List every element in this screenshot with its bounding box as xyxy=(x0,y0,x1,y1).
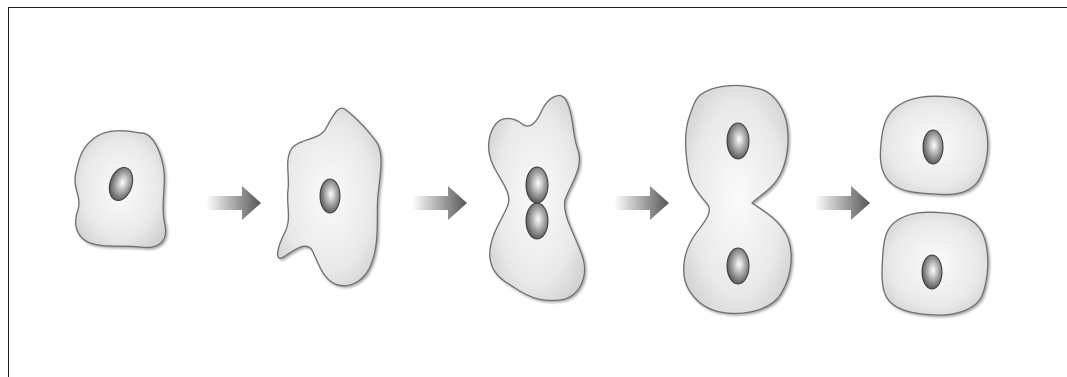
arrow-4 xyxy=(815,186,870,220)
stage-2-cell xyxy=(278,108,381,286)
nucleus-upper xyxy=(727,123,749,159)
nucleus-lower xyxy=(526,203,548,239)
nucleus xyxy=(923,130,943,164)
daughter-cell-upper xyxy=(880,96,987,194)
arrow-2 xyxy=(412,186,467,220)
arrow-1 xyxy=(206,186,261,220)
nucleus xyxy=(320,179,340,213)
nucleus-upper xyxy=(526,167,548,203)
stage-4-cell xyxy=(684,86,792,314)
nucleus xyxy=(922,255,942,289)
stage-1-cell xyxy=(75,131,166,248)
daughter-cell-lower xyxy=(882,212,988,315)
nucleus-lower xyxy=(727,248,749,284)
arrow-3 xyxy=(614,186,669,220)
stage-3-cell xyxy=(489,95,585,300)
